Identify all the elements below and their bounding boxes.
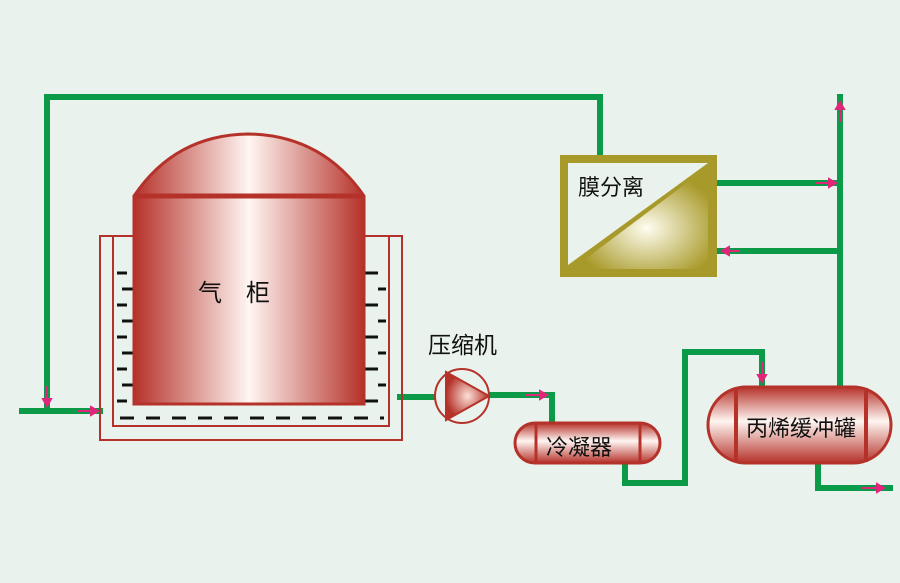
compressor-label: 压缩机 xyxy=(428,333,497,359)
propylene-buffer-tank xyxy=(706,385,893,465)
arrow-right-icon xyxy=(525,389,550,401)
membrane-separator-label: 膜分离 xyxy=(578,176,645,201)
arrow-down-icon xyxy=(756,362,768,385)
arrow-up-icon xyxy=(834,99,846,122)
gas-holder-body xyxy=(132,132,366,406)
gas-holder-label: 气 柜 xyxy=(198,279,270,307)
pipe-condenser-to-buffer-tank xyxy=(622,349,765,486)
condenser-label: 冷凝器 xyxy=(546,436,613,461)
arrow-right-icon xyxy=(816,177,839,189)
condenser-body xyxy=(513,421,662,465)
membrane-separator xyxy=(560,155,717,277)
arrow-down-icon xyxy=(41,386,53,409)
condenser xyxy=(513,421,662,465)
pipe-compressor-to-condenser xyxy=(487,392,555,426)
arrow-left-icon xyxy=(719,245,740,257)
propylene-buffer-tank-label: 丙烯缓冲罐 xyxy=(746,417,857,442)
compressor-impeller-icon xyxy=(445,370,492,422)
arrow-right-icon xyxy=(862,482,887,494)
membrane-permeate-side xyxy=(568,163,708,265)
arrow-right-icon xyxy=(78,405,101,417)
compressor xyxy=(434,368,492,424)
pipes xyxy=(19,94,893,491)
pipe-recycle-to-gas-holder xyxy=(44,94,603,414)
gas-holder xyxy=(99,132,403,441)
flow-arrows xyxy=(41,99,887,494)
membrane-retentate-side xyxy=(572,167,708,269)
buffer-tank-body xyxy=(706,385,893,465)
